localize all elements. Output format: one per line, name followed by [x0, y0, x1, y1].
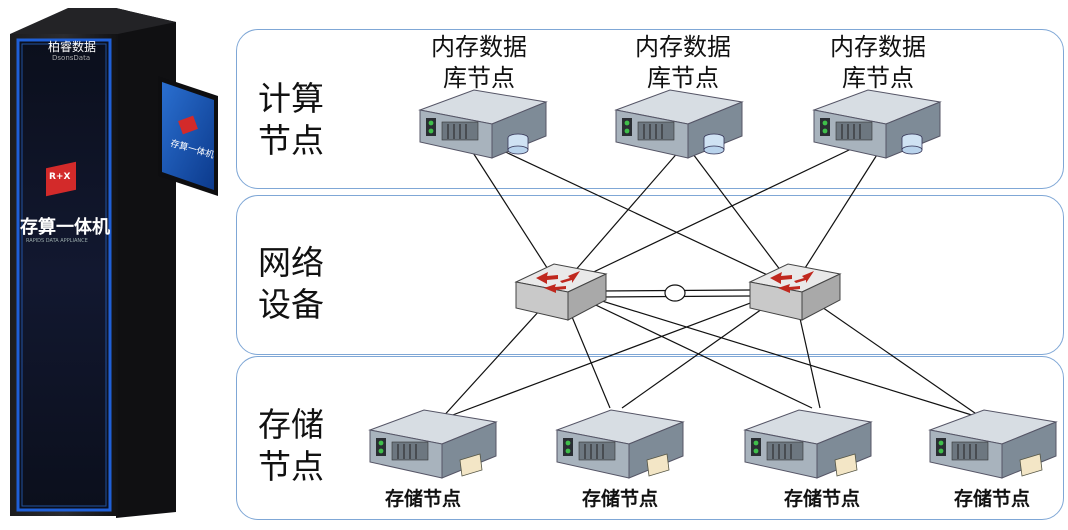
- storage-server-icon-3: [743, 409, 873, 479]
- link-compute3-switch1: [559, 139, 871, 289]
- storage-node-label-4: 存储节点: [953, 488, 1030, 510]
- link-storage4-switch2: [792, 286, 986, 421]
- storage-server-icon-4: [928, 409, 1058, 479]
- network-switch-icon-1: [514, 263, 608, 321]
- compute-node-label-2: 内存数据库节点: [635, 33, 731, 92]
- storage-node-label-3: 存储节点: [783, 488, 860, 510]
- storage-node-label-1: 存储节点: [384, 488, 461, 510]
- brand-logo: 柏睿数据: [48, 40, 97, 54]
- compute-layer-label: 计算节点: [258, 79, 324, 160]
- compute-server-icon-3: [812, 89, 942, 159]
- compute-server-icon-2: [614, 89, 744, 159]
- link-compute3-switch2: [792, 149, 881, 288]
- link-storage4-switch1: [559, 287, 976, 417]
- link-storage3-switch1: [559, 287, 813, 409]
- rack-logo-badge: R+X: [49, 172, 71, 182]
- storage-layer-label: 存储节点: [258, 405, 324, 486]
- compute-server-icon-1: [418, 89, 548, 159]
- compute-node-label-1: 内存数据库节点: [431, 33, 527, 92]
- link-compute1-switch1: [469, 147, 561, 289]
- network-switch-icon-2: [748, 263, 842, 321]
- link-compute1-switch2: [479, 139, 794, 288]
- network-layer-panel: [236, 195, 1064, 355]
- link-compute2-switch2: [689, 149, 794, 288]
- product-subtitle: RAPIDS DATA APPLIANCE: [26, 238, 88, 244]
- storage-server-icon-2: [555, 409, 685, 479]
- network-layer-label: 网络设备: [258, 243, 324, 324]
- appliance-rack-image: [10, 8, 218, 518]
- link-storage1-switch2: [449, 286, 794, 417]
- compute-node-label-3: 内存数据库节点: [830, 33, 926, 92]
- product-name: 存算一体机: [20, 217, 110, 238]
- storage-node-label-2: 存储节点: [581, 488, 658, 510]
- brand-sub: DsonsData: [52, 54, 91, 62]
- interconnect-node: [664, 284, 686, 302]
- link-compute2-switch1: [559, 149, 681, 289]
- storage-server-icon-1: [368, 409, 498, 479]
